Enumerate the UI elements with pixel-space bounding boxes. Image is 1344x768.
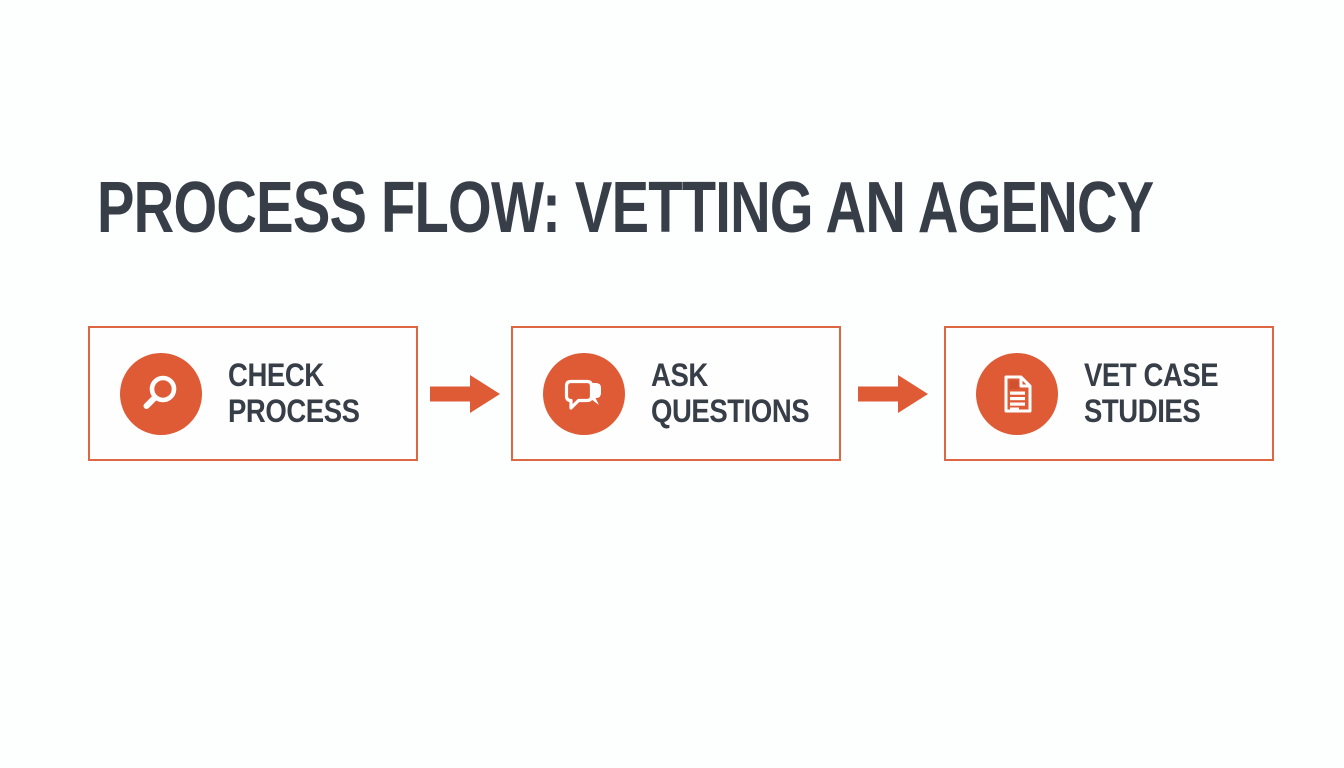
arrow-right-icon xyxy=(429,374,500,413)
page-title: PROCESS FLOW: VETTING AN AGENCY xyxy=(97,168,1154,248)
step-ask-questions: ASK QUESTIONS xyxy=(511,326,841,461)
step-vet-case-studies: VET CASE STUDIES xyxy=(944,326,1274,461)
chat-bubbles-icon xyxy=(543,352,625,435)
step-label: CHECK PROCESS xyxy=(228,356,360,429)
step-label: ASK QUESTIONS xyxy=(651,356,810,429)
connector-2 xyxy=(841,326,944,461)
process-flow: CHECK PROCESS ASK QUESTIONS xyxy=(88,326,1274,461)
arrow-right-icon xyxy=(857,374,928,413)
magnifier-icon xyxy=(120,352,202,435)
step-label: VET CASE STUDIES xyxy=(1084,356,1219,429)
connector-1 xyxy=(418,326,511,461)
document-icon xyxy=(976,352,1058,435)
step-check-process: CHECK PROCESS xyxy=(88,326,418,461)
